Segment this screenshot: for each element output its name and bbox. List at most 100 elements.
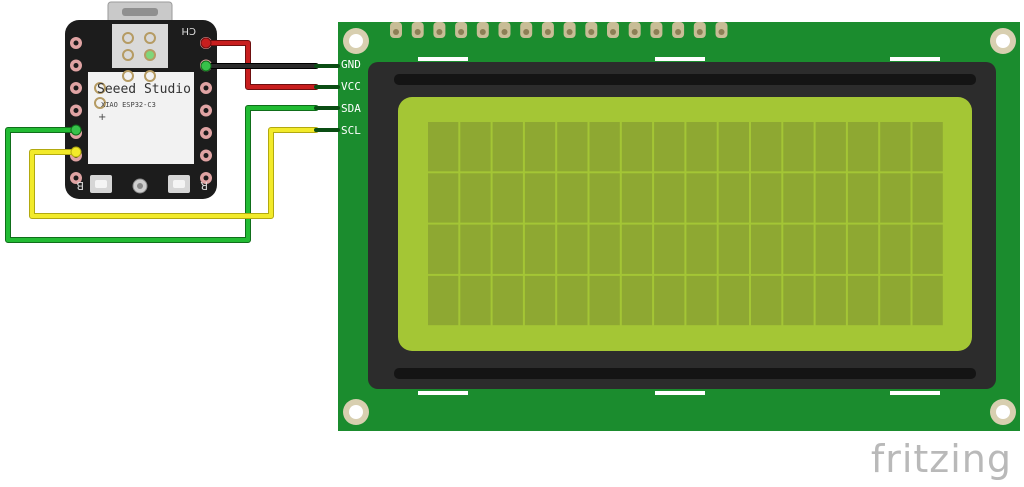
lcd-mounting-hole-br	[990, 399, 1016, 425]
usb-housing	[112, 24, 168, 68]
lcd-cell	[621, 224, 653, 274]
bezel-slot-bottom	[394, 368, 976, 379]
header-pin	[628, 22, 641, 38]
model-label: XIAO ESP32-C3	[101, 101, 156, 109]
lcd-cell	[783, 173, 814, 223]
silkscreen-mark	[655, 57, 705, 61]
lcd-cell	[751, 275, 782, 326]
antenna-connector-center	[137, 183, 143, 189]
lcd-cell	[589, 275, 620, 326]
lcd-cell	[460, 224, 491, 274]
lcd-cell	[880, 275, 911, 326]
lcd-cell	[912, 173, 943, 223]
lcd-cell	[880, 122, 911, 172]
node-gnd	[200, 60, 212, 72]
pin-label-gnd: GND	[341, 58, 361, 71]
wire-sda-core	[6, 106, 318, 242]
lcd-cell	[847, 173, 879, 223]
board-pad	[200, 127, 212, 139]
board-pad	[70, 59, 82, 72]
lcd-cell	[686, 224, 717, 274]
lcd-cell	[912, 224, 943, 274]
lcd-cell	[654, 275, 685, 326]
pin-mark-r: R	[200, 179, 208, 192]
lcd-cell	[783, 122, 814, 172]
lcd-cell	[524, 173, 556, 223]
pin-label-scl: SCL	[341, 124, 361, 137]
lcd-mounting-hole-tr	[990, 28, 1016, 54]
lcd-cell	[621, 173, 653, 223]
wire-scl-core	[30, 128, 318, 218]
lcd-cell	[783, 275, 814, 326]
lcd-cell	[815, 173, 846, 223]
lcd-cell	[524, 122, 556, 172]
board-pad	[70, 104, 82, 117]
lcd-module: GND VCC SDA SCL	[338, 22, 1020, 431]
lcd-cell	[492, 122, 523, 172]
lcd-cell	[524, 224, 556, 274]
header-pin	[607, 22, 619, 38]
board-pad	[200, 82, 212, 94]
silkscreen-mark	[418, 391, 468, 395]
lcd-cell	[751, 122, 782, 172]
pad	[122, 32, 134, 44]
header-pin	[650, 22, 663, 38]
pin-label-sda: SDA	[341, 102, 361, 115]
node-vcc	[200, 37, 212, 49]
board-pad	[200, 149, 212, 162]
status-led	[144, 49, 156, 61]
lcd-cell	[783, 224, 814, 274]
lcd-cell	[557, 173, 588, 223]
lcd-cell	[621, 275, 653, 326]
lcd-cell	[686, 122, 717, 172]
lcd-cell	[460, 275, 491, 326]
lcd-cell	[428, 275, 459, 326]
pad	[122, 70, 134, 82]
pin-mark-b: B	[76, 179, 84, 192]
header-pin	[672, 22, 685, 38]
pad	[144, 70, 156, 82]
silkscreen-mark	[418, 57, 468, 61]
pin-mark-ch: CH	[181, 25, 196, 36]
fritzing-watermark: fritzing	[870, 437, 1012, 481]
lcd-mounting-hole-tl	[343, 28, 369, 54]
lcd-cell	[589, 224, 620, 274]
lcd-cell	[460, 173, 491, 223]
lcd-cell	[880, 173, 911, 223]
lcd-cell	[492, 173, 523, 223]
node-sda	[70, 124, 82, 136]
lcd-cell	[718, 173, 749, 223]
header-pin	[715, 22, 728, 38]
lcd-header-pins	[390, 22, 728, 38]
lcd-cell	[589, 122, 620, 172]
lcd-cell	[847, 224, 879, 274]
lcd-cell	[751, 173, 782, 223]
lcd-cell	[718, 275, 749, 326]
lcd-cell	[460, 122, 491, 172]
lcd-cell	[815, 275, 846, 326]
lcd-cell	[524, 275, 556, 326]
pad	[94, 82, 106, 94]
silkscreen-mark	[655, 391, 705, 395]
lcd-character-grid	[428, 122, 943, 326]
header-pin	[498, 22, 511, 38]
header-pin	[433, 22, 446, 38]
lcd-cell	[912, 122, 943, 172]
board-pad	[70, 82, 82, 94]
lcd-cell	[654, 173, 685, 223]
lcd-pin-labels: GND VCC SDA SCL	[341, 58, 361, 137]
lcd-cell	[912, 275, 943, 326]
header-pin	[520, 22, 533, 38]
lcd-cell	[686, 275, 717, 326]
header-pin	[563, 22, 576, 38]
board-pad	[70, 37, 82, 49]
lcd-cell	[492, 224, 523, 274]
lcd-cell	[815, 224, 846, 274]
board-pad	[200, 172, 212, 184]
board-pad	[200, 104, 212, 117]
lcd-cell	[621, 122, 653, 172]
header-pin	[390, 22, 402, 38]
lcd-cell	[589, 173, 620, 223]
lcd-cell	[718, 122, 749, 172]
